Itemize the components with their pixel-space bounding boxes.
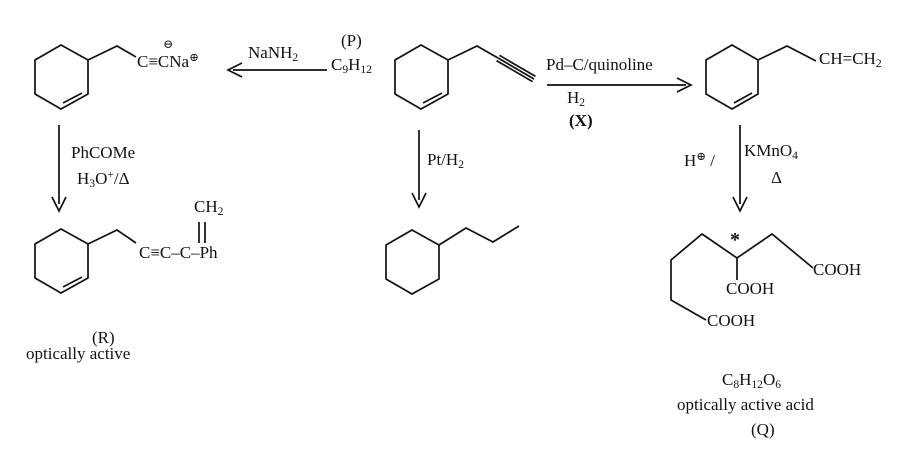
reagent-h-plus: H⊕ / xyxy=(684,150,715,170)
molecule-propylcyclohexane xyxy=(385,225,520,295)
arrow-pdc-right xyxy=(547,77,693,93)
group-ch-ch2: CH=CH2 xyxy=(819,49,882,71)
reagent-pdc-quinoline: Pd–C/quinoline xyxy=(546,55,653,74)
arrow-pth2-down xyxy=(411,130,427,209)
reagent-delta: Δ xyxy=(771,168,782,187)
group-ch2: CH2 xyxy=(194,197,224,219)
formula-c9h12: C9H12 xyxy=(331,55,372,77)
label-r: (R) xyxy=(92,328,115,347)
molecule-sodium-acetylide xyxy=(34,44,137,110)
charge-minus: ⊖ xyxy=(163,37,174,51)
molecule-allyl-cyclohexene xyxy=(705,44,817,110)
arrow-nanh2-left xyxy=(226,62,327,78)
note-optically-active-acid: optically active acid xyxy=(677,395,814,414)
note-optically-active: optically active xyxy=(26,344,131,363)
molecule-alkyne-p xyxy=(394,44,536,110)
group-cooh-right: COOH xyxy=(813,260,862,279)
reagent-h3o-delta: H3O+/Δ xyxy=(77,168,130,190)
reagent-h2: H2 xyxy=(567,88,586,110)
label-q: (Q) xyxy=(751,420,775,439)
label-p: (P) xyxy=(341,31,362,50)
group-acetylide-na: C≡CNa⊕ xyxy=(137,51,199,71)
reagent-phcome: PhCOMe xyxy=(71,143,136,162)
molecule-enyne-r xyxy=(34,222,206,294)
formula-c8h12o6: C8H12O6 xyxy=(722,370,782,392)
arrow-phcome-down xyxy=(51,125,67,213)
arrow-kmno4-down xyxy=(732,125,748,213)
molecule-tricarboxylic-acid xyxy=(670,232,814,321)
label-x: (X) xyxy=(569,111,593,130)
group-cooh-bottom: COOH xyxy=(707,311,756,330)
group-enyne: C≡C–C–Ph xyxy=(139,243,218,262)
reagent-nanh2: NaNH2 xyxy=(248,43,299,65)
reagent-pt-h2: Pt/H2 xyxy=(427,150,464,172)
group-cooh-middle: COOH xyxy=(726,279,775,298)
reagent-kmno4: KMnO4 xyxy=(744,141,798,163)
stereocenter-star: * xyxy=(730,229,740,251)
